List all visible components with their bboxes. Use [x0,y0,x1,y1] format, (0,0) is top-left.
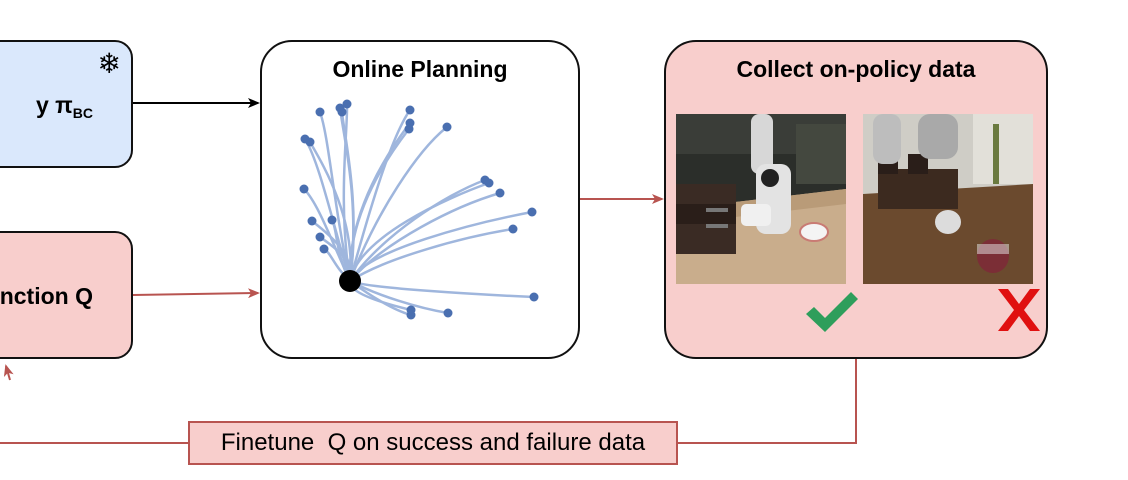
trajectory-endpoint [529,292,539,302]
planning-trajectory [340,110,355,283]
trajectory-endpoint [315,107,325,117]
trajectory-endpoint [443,308,453,318]
trajectory-endpoint [495,188,505,198]
feedback-connector [678,359,857,444]
trajectory-endpoint [484,178,494,188]
trajectory-endpoint [307,216,317,226]
failure-rollout-image [863,114,1033,284]
planning-trajectory [348,227,515,283]
collect-data-box: Collect on-policy data [664,40,1048,359]
trajectory-endpoint [299,184,309,194]
trajectory-endpoint [319,244,329,254]
planning-trajectory [348,210,534,283]
trajectory-endpoint [305,137,315,147]
planning-trajectory [348,181,491,283]
trajectory-endpoint [405,105,415,115]
planning-trajectory [342,102,352,283]
checkmark-icon [806,292,858,332]
success-rollout-image [676,114,846,284]
trajectory-endpoint [406,310,416,320]
policy-label-subscript: BC [72,105,93,121]
trajectory-endpoint [337,107,347,117]
collect-data-title: Collect on-policy data [736,56,976,82]
x-mark-icon [998,289,1040,331]
q-function-label: nction Q [0,283,93,309]
trajectory-endpoint [508,224,518,234]
start-state-dot [339,270,361,292]
planning-trajectory [303,137,352,283]
trajectory-endpoint [527,207,537,217]
trajectory-endpoint [442,122,452,132]
trajectory-endpoint [327,215,337,225]
trajectory-endpoint [315,232,325,242]
trajectory-endpoint [404,124,414,134]
planning-trajectory [348,125,449,283]
online-planning-title: Online Planning [332,56,508,82]
q-to-planning-arrow [132,288,260,299]
trajectory-plot [299,99,539,320]
q-function-box: nction Q [0,231,133,359]
bc-policy-box: ❄ y πBC [0,40,133,168]
planning-trajectory [348,108,412,283]
trajectory-endpoint [342,99,352,109]
online-planning-box: Online Planning [260,40,580,359]
feedback-arrow-to-q [3,364,14,381]
planning-trajectory [308,140,352,283]
policy-label-text: y π [35,92,73,118]
snowflake-icon: ❄ [97,48,121,79]
finetune-q-label: Finetune Q on success and failure data [188,421,678,465]
bc-policy-label: y πBC [35,92,93,121]
planning-trajectory [348,178,487,283]
